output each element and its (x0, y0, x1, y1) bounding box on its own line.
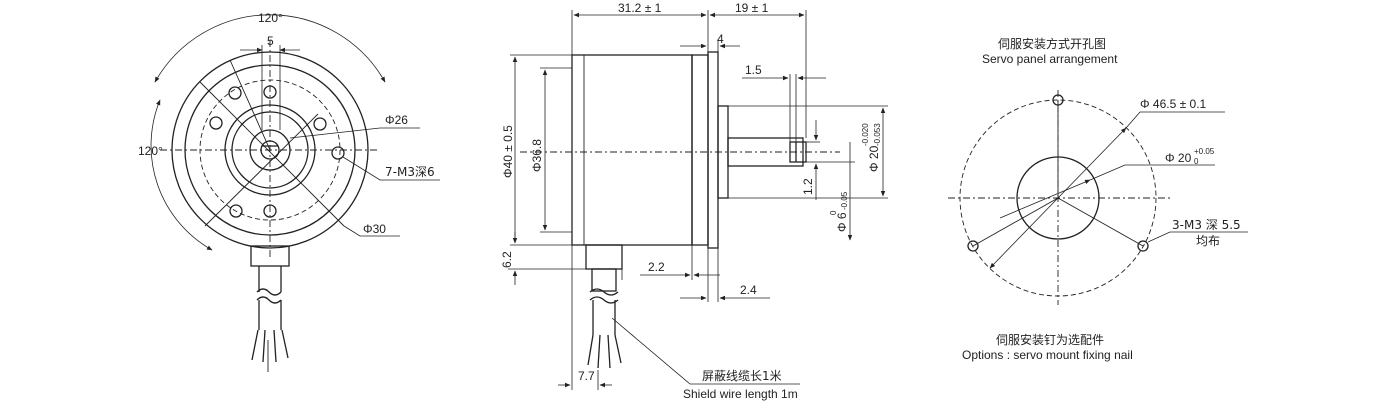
label-dim-1-2: 1.2 (801, 178, 815, 195)
label-dim-2-4: 2.4 (740, 283, 757, 297)
label-cable-cn: 屏蔽线缆长1米 (702, 369, 782, 383)
label-dia-26: Φ26 (385, 113, 408, 127)
label-dia-6-tol-low: -0.05 (840, 191, 849, 210)
label-dia-20-tol-low: -0.053 (873, 123, 882, 146)
label-dim-5: 5 (267, 34, 274, 48)
panel-title-cn: 伺服安装方式开孔图 (998, 36, 1106, 51)
front-view: 120° 120° 5 Φ26 7-M3深6 Φ30 (138, 11, 440, 372)
label-dim-6-2: 6.2 (500, 251, 514, 268)
label-flange: 4 (717, 32, 724, 46)
label-dim-1-5: 1.5 (745, 63, 762, 77)
label-holes: 7-M3深6 (385, 165, 435, 179)
cable-side (585, 244, 623, 369)
leader-panel-holes (1147, 231, 1248, 243)
option-en: Options : servo mount fixing nail (962, 348, 1133, 362)
label-dia-20: Φ 20 (867, 145, 881, 172)
label-dim-7-7: 7.7 (578, 369, 595, 383)
leader-dia-30 (343, 225, 400, 237)
cable-front (250, 245, 290, 372)
leader-dia-26 (289, 127, 420, 139)
leader-diagonal-1 (199, 81, 345, 227)
option-cn: 伺服安装钉为选配件 (996, 332, 1104, 347)
angle-arc-left (150, 99, 213, 251)
leader-cable (611, 317, 800, 385)
label-dia-30: Φ30 (363, 222, 386, 236)
label-dim-2-2: 2.2 (648, 260, 665, 274)
label-panel-dia-20-tol: +0.05 (1194, 147, 1215, 156)
label-panel-dia-20: Φ 20 (1165, 151, 1192, 165)
label-dia-6: Φ 6 (835, 212, 849, 232)
label-dia-40: Φ40 ± 0.5 (501, 125, 515, 178)
side-view: 31.2 ± 1 19 ± 1 4 1.5 Φ40 ± 0.5 Φ36.8 Φ … (500, 1, 888, 401)
label-dia-6-tol-up: 0 (829, 210, 838, 215)
label-dia-20-tol-up: -0.020 (861, 123, 870, 146)
leader-diagonal-3 (229, 59, 271, 151)
label-dia-46-5: Φ 46.5 ± 0.1 (1140, 97, 1207, 111)
label-dia-36-8: Φ36.8 (530, 139, 544, 172)
leader-holes (342, 156, 440, 181)
leader-dia-20 (1089, 164, 1215, 181)
shaft (727, 137, 804, 167)
mounting-holes (209, 85, 345, 218)
label-cable-en: Shield wire length 1m (683, 387, 798, 401)
label-panel-dia-20-tol-low: 0 (1194, 157, 1199, 166)
label-length-shaft: 19 ± 1 (735, 1, 769, 15)
label-panel-holes-even: 均布 (1196, 234, 1220, 248)
label-panel-holes: 3-M3 深 5.5 (1172, 218, 1241, 232)
label-length-body: 31.2 ± 1 (618, 1, 662, 15)
label-angle-left: 120° (138, 144, 163, 158)
panel-view: 伺服安装方式开孔图 Servo panel arrangement Φ 46.5… (948, 36, 1248, 362)
angle-arc-top (154, 14, 386, 83)
motor-body (571, 54, 693, 246)
flange (691, 54, 709, 246)
panel-title-en: Servo panel arrangement (982, 52, 1118, 66)
leader-diagonal-2 (204, 113, 319, 227)
flange-lip (707, 51, 719, 249)
label-angle-top: 120° (258, 11, 283, 25)
leader-dia-46-5 (1125, 111, 1225, 129)
